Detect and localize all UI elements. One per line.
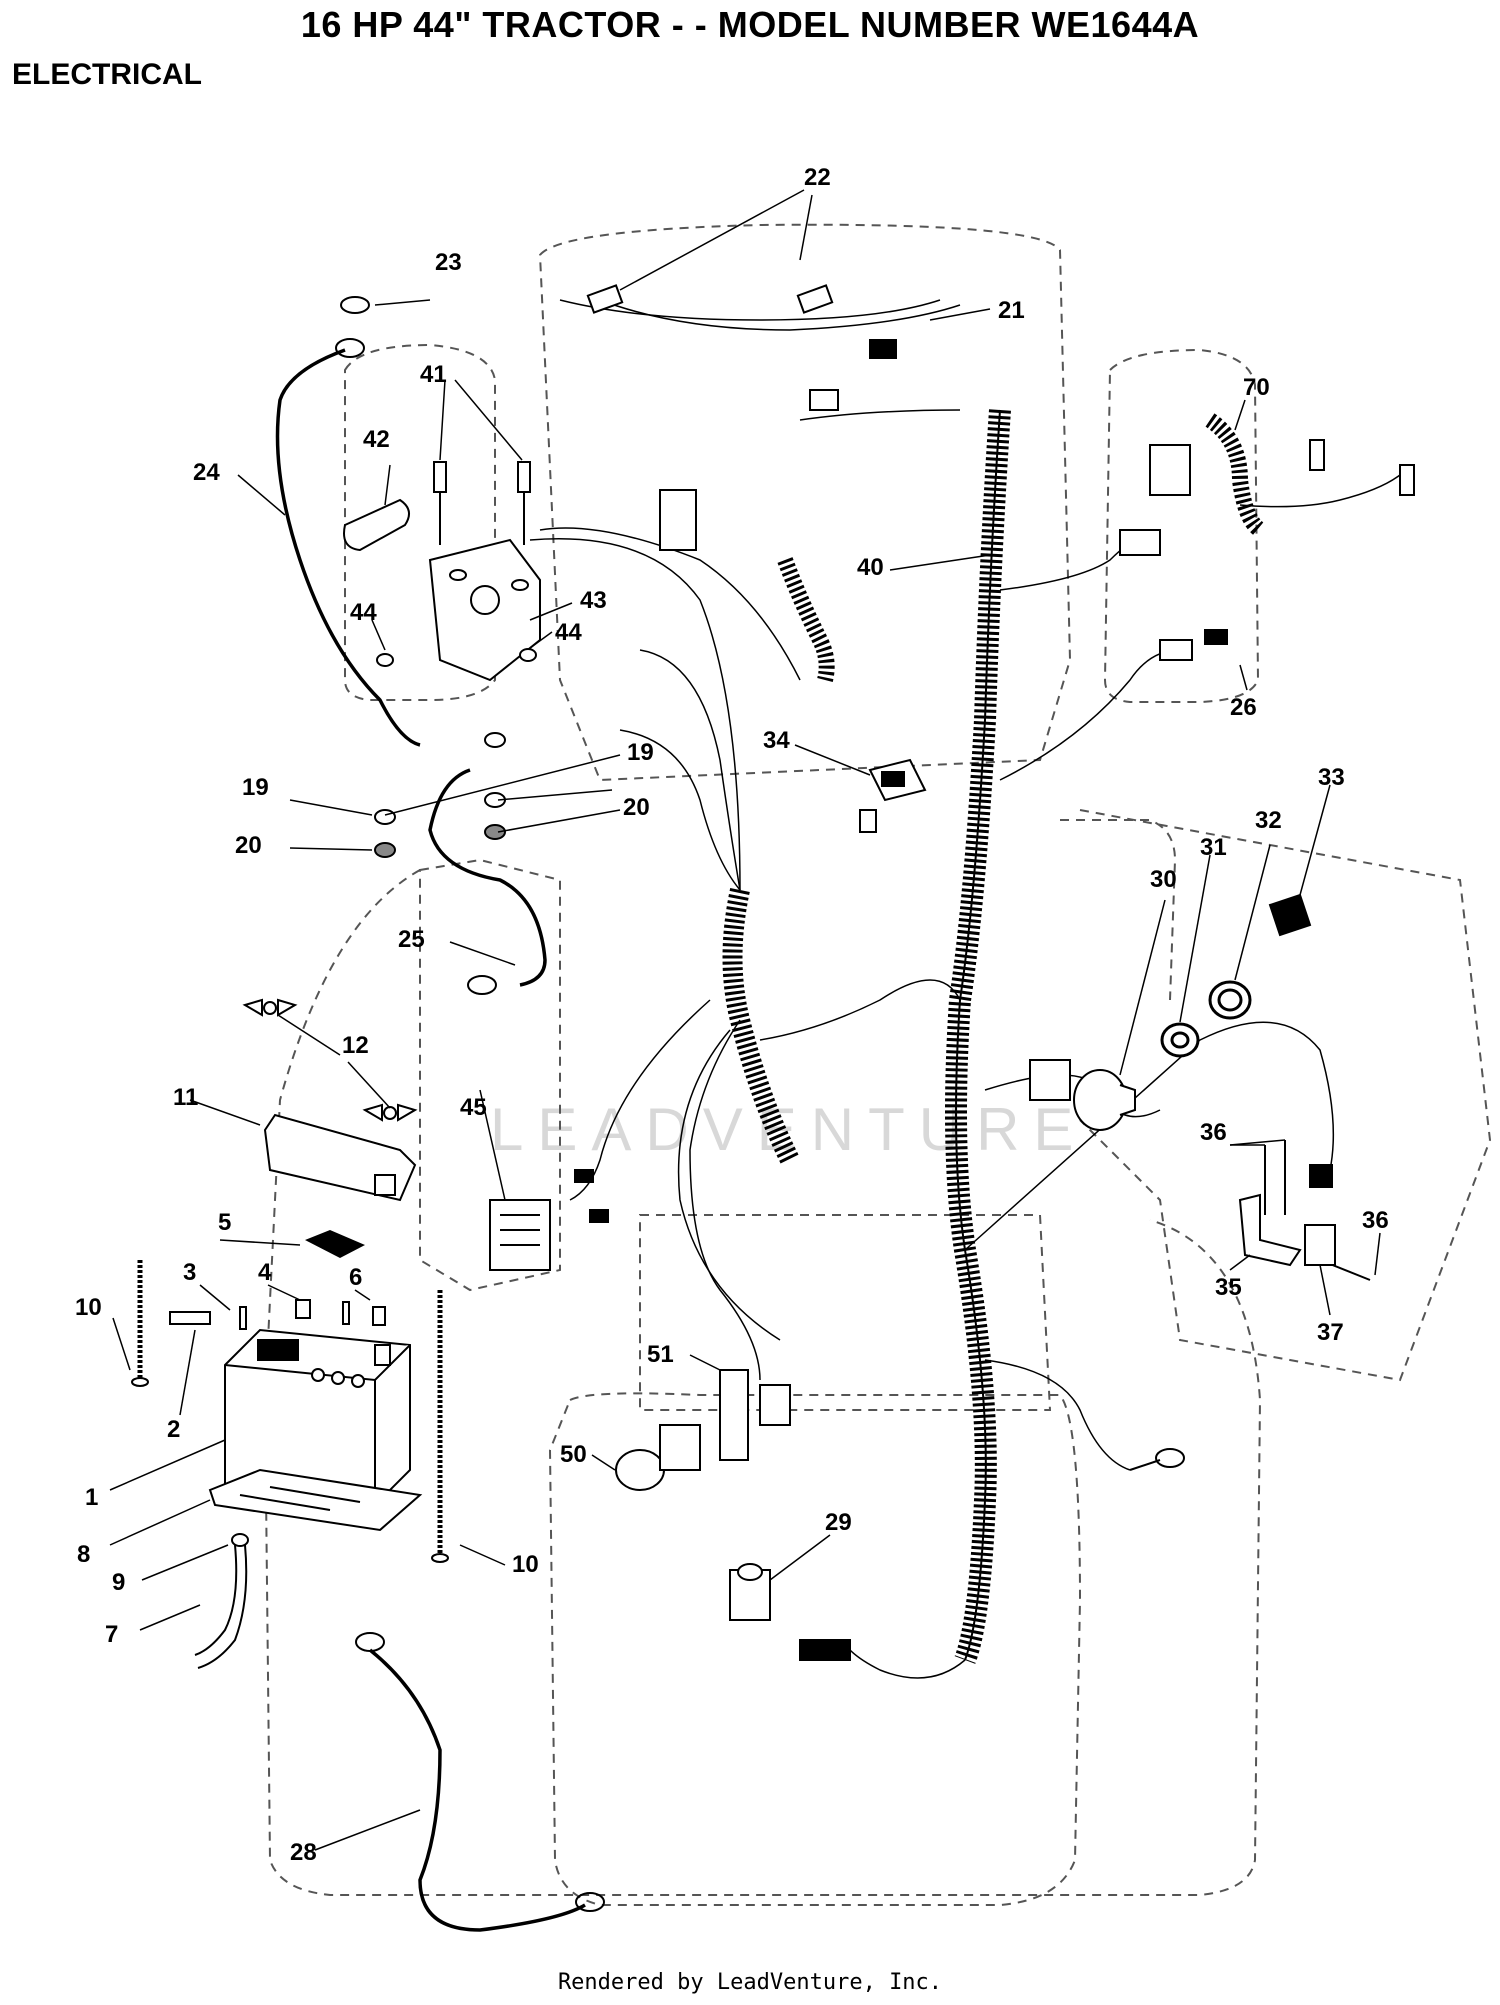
- callout-19-right: 19: [627, 739, 654, 766]
- battery-1: [224, 1328, 411, 1507]
- callout-29: 29: [825, 1509, 852, 1536]
- page-title: 16 HP 44" TRACTOR - - MODEL NUMBER WE164…: [300, 4, 1200, 45]
- callout-labels: 22 23 21 70 41 42 24 40 43 44 44 26 34 1…: [75, 164, 1389, 1866]
- callout-20-right: 20: [623, 794, 650, 821]
- switch-34: [868, 758, 927, 802]
- nuts-44: [376, 648, 537, 667]
- callout-41: 41: [420, 361, 447, 388]
- callout-25: 25: [398, 926, 425, 953]
- callout-36-right: 36: [1362, 1207, 1389, 1234]
- hour-meter-45: [489, 1199, 551, 1271]
- tractor-outline: [263, 223, 1492, 1906]
- ignition-switch-30: [1073, 1069, 1136, 1131]
- vent-tube-7-9: [194, 1533, 249, 1669]
- battery-rods-10: [131, 1260, 449, 1563]
- callout-28: 28: [290, 1839, 317, 1866]
- bolts-41: [433, 461, 531, 545]
- switch-37: [1304, 1164, 1336, 1266]
- switch-51: [719, 1369, 791, 1461]
- bracket-35: [1238, 1193, 1302, 1267]
- callout-45: 45: [460, 1094, 487, 1121]
- callout-12: 12: [342, 1032, 369, 1059]
- callout-10-right: 10: [512, 1551, 539, 1578]
- callout-23: 23: [435, 249, 462, 276]
- rear-connectors: [574, 809, 1071, 1223]
- ground-terminal: [1129, 1448, 1185, 1471]
- callout-7: 7: [105, 1621, 118, 1648]
- callout-44-left: 44: [350, 599, 377, 626]
- callout-42: 42: [363, 426, 390, 453]
- wing-nuts-12: [242, 998, 418, 1122]
- callout-24: 24: [193, 459, 220, 486]
- headlight-harness-21-22: [586, 284, 897, 411]
- cable-28: [355, 1632, 605, 1932]
- callout-11: 11: [173, 1084, 198, 1111]
- footer-credit: Rendered by LeadVenture, Inc.: [557, 1970, 943, 1995]
- main-wiring-harness: [722, 409, 1266, 1664]
- callout-51: 51: [647, 1341, 674, 1368]
- callout-26: 26: [1230, 694, 1257, 721]
- callout-6: 6: [349, 1264, 362, 1291]
- callout-33: 33: [1318, 764, 1345, 791]
- callout-31: 31: [1200, 834, 1227, 861]
- callout-22: 22: [804, 164, 831, 191]
- callout-32: 32: [1255, 807, 1282, 834]
- callout-44-right: 44: [555, 619, 582, 646]
- key-33: [1268, 893, 1312, 937]
- callout-20-left: 20: [235, 832, 262, 859]
- battery-hold-down-11: [263, 1113, 417, 1202]
- callout-8: 8: [77, 1541, 90, 1568]
- callout-50: 50: [560, 1441, 587, 1468]
- connectors-26: [1159, 629, 1228, 661]
- battery-cover-5: [305, 1230, 365, 1258]
- callout-9: 9: [112, 1569, 125, 1596]
- callout-70: 70: [1243, 374, 1270, 401]
- callout-35: 35: [1215, 1274, 1242, 1301]
- callout-40: 40: [857, 554, 884, 581]
- callout-36-top: 36: [1200, 1119, 1227, 1146]
- switch-50: [615, 1424, 701, 1491]
- callout-4: 4: [258, 1259, 272, 1286]
- washers-19-20-23: [340, 296, 506, 858]
- ground-cable-24: [275, 338, 421, 747]
- switch-29: [729, 1563, 851, 1661]
- cable-25: [428, 768, 547, 995]
- callout-34: 34: [763, 727, 790, 754]
- callout-2: 2: [167, 1416, 180, 1443]
- plug-70: [1149, 439, 1415, 496]
- nut-31-bezel-32: [1160, 980, 1252, 1058]
- callout-43: 43: [580, 587, 607, 614]
- solenoid-43: [428, 538, 541, 682]
- battery-bolts-2-3-4-6: [169, 1299, 386, 1330]
- callout-5: 5: [218, 1209, 231, 1236]
- terminal-boot-42: [343, 498, 410, 552]
- leader-lines: [109, 189, 1381, 1851]
- callout-1: 1: [85, 1484, 98, 1511]
- battery-tray-8: [208, 1468, 423, 1532]
- callout-10-left: 10: [75, 1294, 102, 1321]
- callout-19-left: 19: [242, 774, 269, 801]
- section-title: ELECTRICAL: [12, 58, 202, 91]
- callout-21: 21: [998, 297, 1025, 324]
- callout-37: 37: [1317, 1319, 1344, 1346]
- callout-3: 3: [183, 1259, 196, 1286]
- callout-30: 30: [1150, 866, 1177, 893]
- connectors-40: [659, 489, 1161, 556]
